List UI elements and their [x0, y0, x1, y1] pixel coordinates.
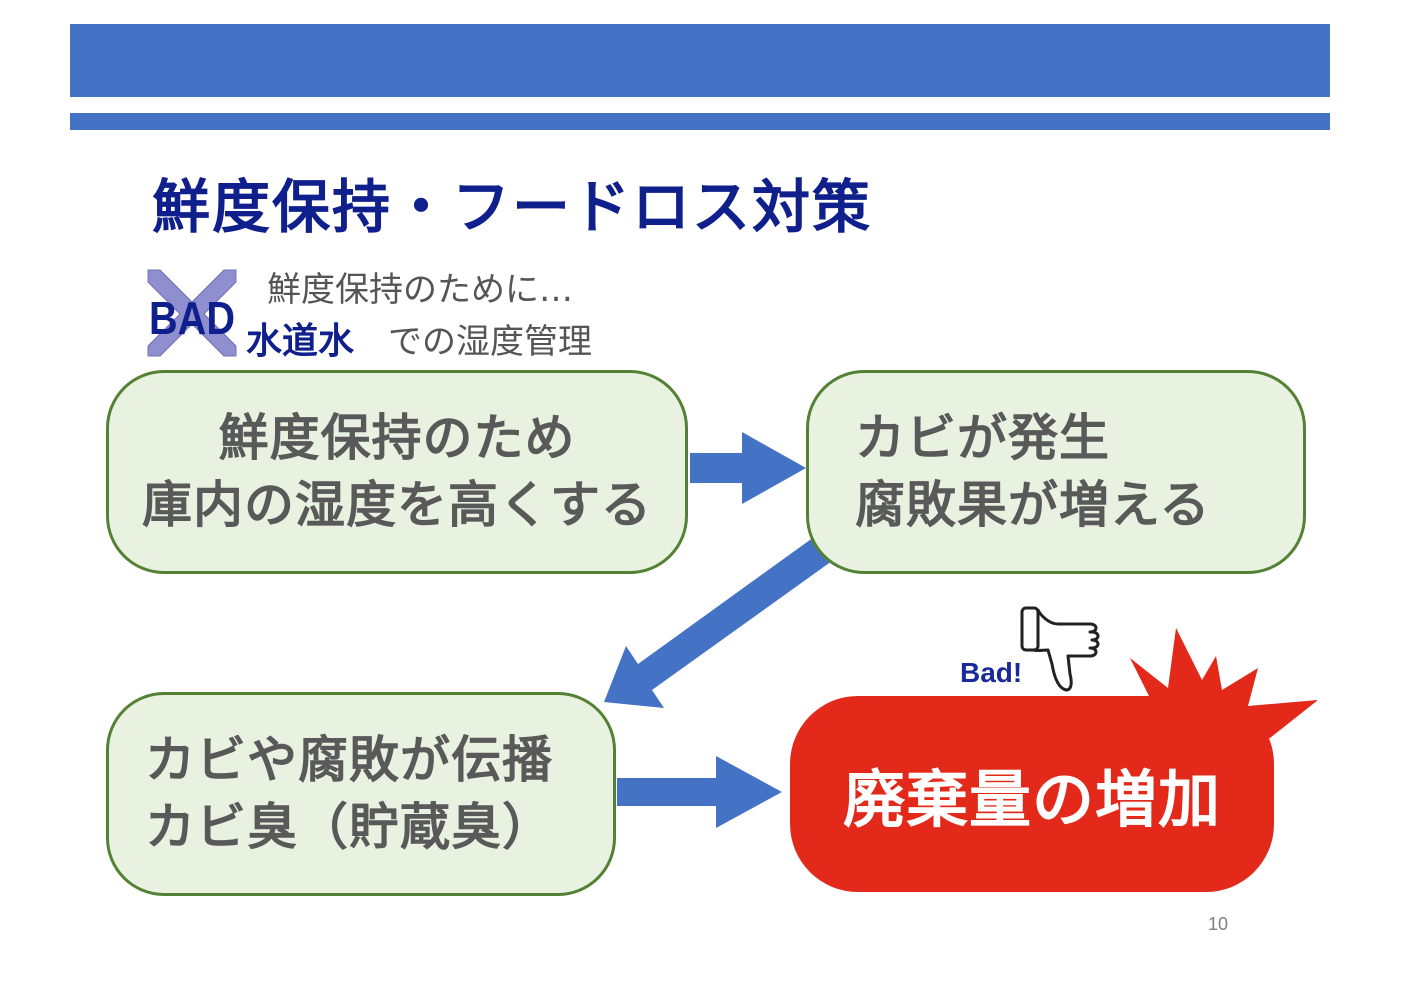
cause-box-humidity-line2: 庫内の湿度を高くする: [142, 476, 652, 534]
effect-box-mold-line2: 腐敗果が増える: [855, 476, 1211, 534]
cause-box-humidity-line1: 鮮度保持のため: [218, 409, 576, 467]
note-line-1: 鮮度保持のために…: [267, 270, 573, 310]
tap-water-label: 水道水: [246, 321, 355, 362]
effect-box-spread: カビや腐敗が伝播 カビ臭（貯蔵臭）: [106, 692, 616, 896]
note-line-2: 水道水での湿度管理: [246, 312, 592, 364]
page-number: 10: [1208, 914, 1229, 934]
effect-box-mold-line1: カビが発生: [855, 409, 1110, 467]
note-line-2-text: での湿度管理: [388, 322, 593, 362]
bad-cross-icon: BAD: [147, 269, 237, 357]
header-rule: [70, 113, 1330, 130]
effect-box-spread-line2: カビ臭（貯蔵臭）: [145, 798, 553, 856]
arrow-c-to-d: [617, 756, 782, 828]
header-band: [70, 24, 1330, 97]
cause-box-humidity: 鮮度保持のため 庫内の湿度を高くする: [106, 370, 688, 574]
effect-box-spread-line1: カビや腐敗が伝播: [145, 731, 553, 789]
bad-mark-text: BAD: [149, 292, 235, 344]
thumbs-down-icon: [1020, 606, 1100, 692]
result-box-waste: 廃棄量の増加: [790, 696, 1274, 892]
slide-title: 鮮度保持・フードロス対策: [152, 173, 873, 241]
arrow-a-to-b: [690, 432, 806, 504]
bad-label: Bad!: [960, 657, 1023, 688]
effect-box-mold: カビが発生 腐敗果が増える: [806, 370, 1306, 574]
